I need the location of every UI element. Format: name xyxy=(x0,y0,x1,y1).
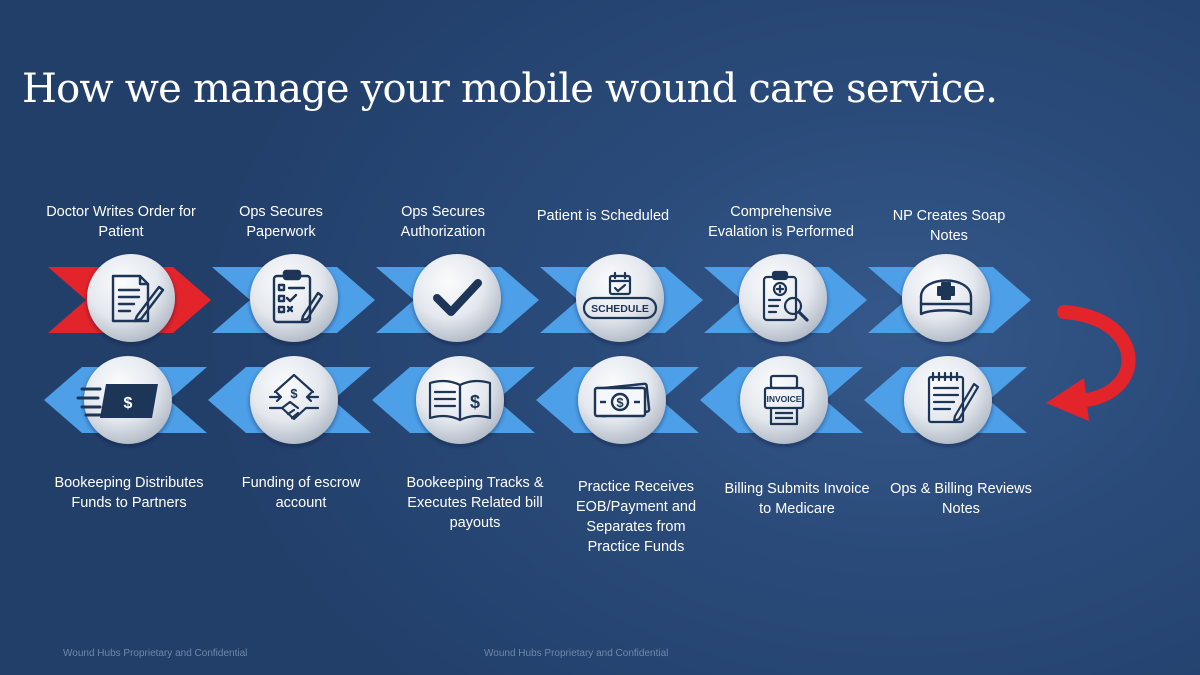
clipboard-checklist-icon xyxy=(272,269,324,324)
moving-cash-icon: $ xyxy=(76,384,158,418)
step-label-ops-billing-reviews: Ops & Billing Reviews Notes xyxy=(890,481,1032,517)
step-label-patient-scheduled: Patient is Scheduled xyxy=(536,208,670,224)
step-label-bookkeeping-distributes: Bookeeping Distributes Funds to Partners xyxy=(54,475,204,511)
banknote-icon: $ xyxy=(593,382,651,418)
step-label-comprehensive-evaluation: Comprehensive Evalation is Performed xyxy=(708,204,854,240)
ledger-book-icon: $ xyxy=(428,379,492,422)
icon-disc-11 xyxy=(250,356,338,444)
calendar-schedule-icon: SCHEDULE xyxy=(582,271,658,320)
footer-confidential-left: Wound Hubs Proprietary and Confidential xyxy=(63,648,248,659)
step-label-np-soap-notes: NP Creates Soap Notes xyxy=(892,208,1006,244)
handshake-escrow-icon: $ xyxy=(268,373,320,421)
icon-disc-5 xyxy=(739,254,827,342)
step-label-practice-receives-eob: Practice Receives EOB/Payment and Separa… xyxy=(575,479,697,555)
icon-disc-3 xyxy=(413,254,501,342)
step-label-ops-secures-authorization: Ops Secures Authorization xyxy=(400,204,486,240)
svg-text:$: $ xyxy=(290,386,298,401)
schedule-badge: SCHEDULE xyxy=(591,303,649,315)
svg-text:$: $ xyxy=(470,392,480,412)
step-label-funding-escrow: Funding of escrow account xyxy=(241,475,361,511)
svg-text:$: $ xyxy=(616,395,624,410)
connector-arrow xyxy=(1046,305,1136,421)
document-pen-icon xyxy=(111,274,165,323)
footer-confidential-center: Wound Hubs Proprietary and Confidential xyxy=(484,648,669,659)
icon-disc-7 xyxy=(904,356,992,444)
page-title: How we manage your mobile wound care ser… xyxy=(22,66,998,112)
svg-text:$: $ xyxy=(124,395,133,412)
icon-disc-8 xyxy=(740,356,828,444)
notepad-pen-icon xyxy=(927,371,980,424)
medical-clipboard-magnifier-icon xyxy=(762,270,809,322)
checkmark-icon xyxy=(433,279,482,316)
invoice-machine-icon: INVOICE xyxy=(763,374,805,426)
step-label-bookkeeping-tracks: Bookeeping Tracks & Executes Related bil… xyxy=(406,475,544,531)
step-label-ops-secures-paperwork: Ops Secures Paperwork xyxy=(239,204,323,240)
step-label-doctor-writes-order: Doctor Writes Order for Patient xyxy=(46,204,196,240)
nurse-cap-icon xyxy=(919,279,973,316)
step-label-billing-submits-invoice: Billing Submits Invoice to Medicare xyxy=(724,481,870,517)
invoice-badge: INVOICE xyxy=(767,394,802,404)
